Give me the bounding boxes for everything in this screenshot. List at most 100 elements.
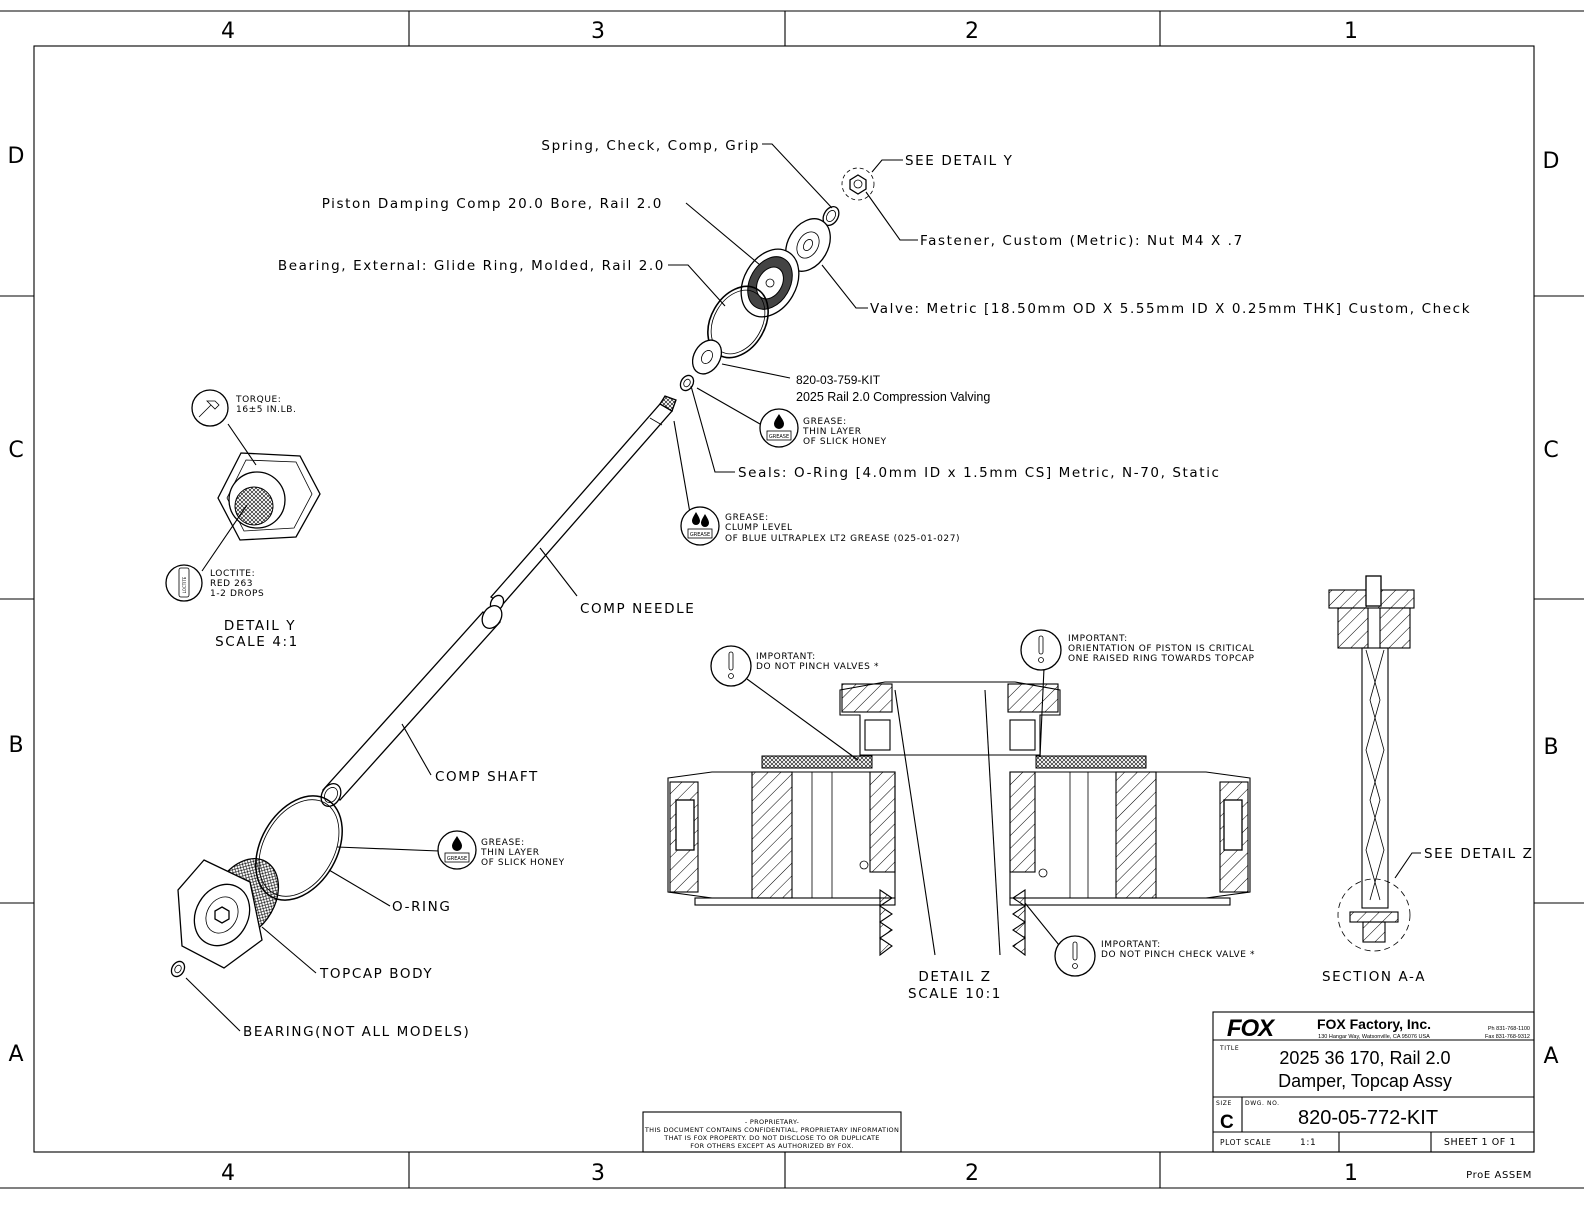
important-orientation-line-1: IMPORTANT: [1068, 634, 1128, 644]
important-valves-line-2: DO NOT PINCH VALVES * [756, 662, 879, 672]
small-oring-part [679, 374, 695, 392]
wrench-icon [198, 400, 220, 418]
label-bearing-not-all: BEARING(NOT ALL MODELS) [243, 1024, 470, 1040]
grease-needle-line-1: GREASE: [725, 513, 769, 523]
important-orientation-line-3: ONE RAISED RING TOWARDS TOPCAP [1068, 654, 1255, 664]
label-valve: Valve: Metric [18.50mm OD X 5.55mm ID X … [870, 301, 1471, 317]
label-spring: Spring, Check, Comp, Grip [541, 138, 760, 154]
title-block: FOX FOX Factory, Inc. 130 Hangar Way, Wa… [1212, 1011, 1535, 1181]
label-kit-number: 820-03-759-KIT [796, 373, 881, 387]
label-comp-needle: COMP NEEDLE [580, 601, 695, 617]
loctite-line-3: 1-2 DROPS [210, 589, 264, 599]
loctite-line-1: LOCTITE: [210, 569, 255, 579]
grease-oring-line-1: GREASE: [481, 838, 525, 848]
detail-y-nut [217, 452, 321, 541]
grease-icon-text-2: GREASE [690, 532, 710, 538]
proprietary-line-4: FOR OTHERS EXCEPT AS AUTHORIZED BY FOX. [690, 1142, 854, 1150]
grease-needle-line-3: OF BLUE ULTRAPLEX LT2 GREASE (025-01-027… [725, 534, 960, 544]
grease-needle-line-2: CLUMP LEVEL [725, 523, 793, 533]
important-valves-line-1: IMPORTANT: [756, 652, 816, 662]
grease-drop-icon [774, 414, 784, 429]
title-line-2: Damper, Topcap Assy [1278, 1071, 1452, 1091]
important-orientation-line-2: ORIENTATION OF PISTON IS CRITICAL [1068, 644, 1254, 654]
proprietary-notice: - PROPRIETARY- THIS DOCUMENT CONTAINS CO… [642, 1111, 902, 1153]
exclamation-icon-3 [1072, 941, 1078, 961]
proe-assem: ProE ASSEM [1466, 1170, 1532, 1181]
grease-valve-line-2: THIN LAYER [802, 427, 862, 437]
zone-col-2-top: 2 [965, 19, 979, 44]
comp-shaft-part [320, 605, 503, 807]
leader-lines [185, 143, 1421, 1032]
company-name: FOX Factory, Inc. [1317, 1016, 1431, 1032]
grease-valve-line-1: GREASE: [803, 417, 847, 427]
label-o-ring: O-RING [392, 899, 451, 915]
grease-drops-icon [692, 512, 709, 527]
label-topcap-body: TOPCAP BODY [319, 966, 433, 982]
size-label: SIZE [1216, 1100, 1232, 1107]
dwg-no-label: DWG. NO. [1245, 1100, 1280, 1107]
grease-needle-note: GREASE GREASE: CLUMP LEVEL OF BLUE ULTRA… [680, 506, 960, 546]
size-value: C [1220, 1112, 1234, 1133]
bearing-small-part [170, 960, 186, 978]
zone-row-c-left: C [8, 438, 23, 463]
loctite-note: LOCTITE LOCTITE: RED 263 1-2 DROPS [165, 564, 264, 602]
loctite-line-2: RED 263 [210, 579, 253, 589]
loctite-tube-icon [178, 567, 190, 598]
torque-note: TORQUE: 16±5 IN.LB. [191, 389, 296, 427]
torque-line-1: TORQUE: [235, 395, 281, 405]
grease-icon-text-3: GREASE [447, 856, 467, 862]
detail-z-section [667, 681, 1251, 957]
detail-z-scale: SCALE 10:1 [908, 986, 1002, 1002]
title-label: TITLE [1219, 1045, 1239, 1052]
title-line-1: 2025 36 170, Rail 2.0 [1279, 1048, 1450, 1068]
label-seals: Seals: O-Ring [4.0mm ID x 1.5mm CS] Metr… [738, 465, 1221, 481]
plot-scale-label: PLOT SCALE [1220, 1138, 1271, 1147]
zone-col-1-top: 1 [1344, 19, 1358, 44]
zone-row-b-left: B [8, 733, 23, 758]
grease-oring-line-2: THIN LAYER [480, 848, 540, 858]
exclamation-icon-2 [1038, 635, 1044, 655]
grease-icon-text-1: GREASE [769, 434, 789, 440]
detail-z-title: DETAIL Z [918, 969, 991, 985]
zone-row-d-right: D [1543, 149, 1560, 174]
fox-logo: FOX [1227, 1015, 1276, 1042]
label-piston: Piston Damping Comp 20.0 Bore, Rail 2.0 [322, 196, 663, 212]
zone-row-a-right: A [1543, 1044, 1558, 1069]
loctite-icon-text: LOCTITE [182, 576, 187, 593]
grease-drop-icon-2 [452, 836, 462, 851]
detail-y-title: DETAIL Y [224, 618, 296, 634]
zone-row-d-left: D [8, 144, 25, 169]
zone-markers: 4 3 2 1 4 3 2 1 D C B A D C B A [8, 19, 1560, 1186]
label-comp-shaft: COMP SHAFT [435, 769, 539, 785]
proprietary-line-1: - PROPRIETARY- [745, 1118, 800, 1126]
important-check-line-1: IMPORTANT: [1101, 940, 1161, 950]
plot-scale-value: 1:1 [1300, 1138, 1316, 1148]
grease-valve-note: GREASE GREASE: THIN LAYER OF SLICK HONEY [759, 408, 887, 448]
label-kit-desc: 2025 Rail 2.0 Compression Valving [796, 390, 990, 404]
comp-needle-part [489, 395, 677, 612]
zone-row-b-right: B [1543, 735, 1558, 760]
grease-valve-line-3: OF SLICK HONEY [803, 437, 887, 447]
label-fastener: Fastener, Custom (Metric): Nut M4 X .7 [920, 233, 1244, 249]
zone-col-3-bottom: 3 [591, 1161, 605, 1186]
zone-col-4-top: 4 [221, 19, 235, 44]
label-section-aa: SECTION A-A [1322, 969, 1426, 985]
grease-oring-line-3: OF SLICK HONEY [481, 858, 565, 868]
proprietary-line-2: THIS DOCUMENT CONTAINS CONFIDENTIAL, PRO… [644, 1126, 899, 1134]
company-fax: Fax 831-768-9312 [1485, 1034, 1530, 1040]
zone-row-a-left: A [8, 1042, 23, 1067]
company-phone: Ph 831-768-1100 [1488, 1026, 1530, 1032]
section-aa-view [1328, 575, 1415, 952]
important-check-note: IMPORTANT: DO NOT PINCH CHECK VALVE * [1054, 935, 1255, 977]
sheet-number: SHEET 1 OF 1 [1444, 1137, 1516, 1148]
part-labels: Spring, Check, Comp, Grip Piston Damping… [243, 138, 1532, 1040]
grease-oring-note: GREASE GREASE: THIN LAYER OF SLICK HONEY [437, 830, 565, 870]
zone-col-3-top: 3 [591, 19, 605, 44]
detail-y-scale: SCALE 4:1 [215, 634, 299, 650]
piston-part [740, 248, 800, 318]
label-bearing-external: Bearing, External: Glide Ring, Molded, R… [278, 258, 665, 274]
important-check-line-2: DO NOT PINCH CHECK VALVE * [1101, 950, 1255, 960]
topcap-body-part [177, 858, 280, 969]
company-address: 130 Hangar Way, Watsonville, CA 95076 US… [1318, 1034, 1430, 1040]
